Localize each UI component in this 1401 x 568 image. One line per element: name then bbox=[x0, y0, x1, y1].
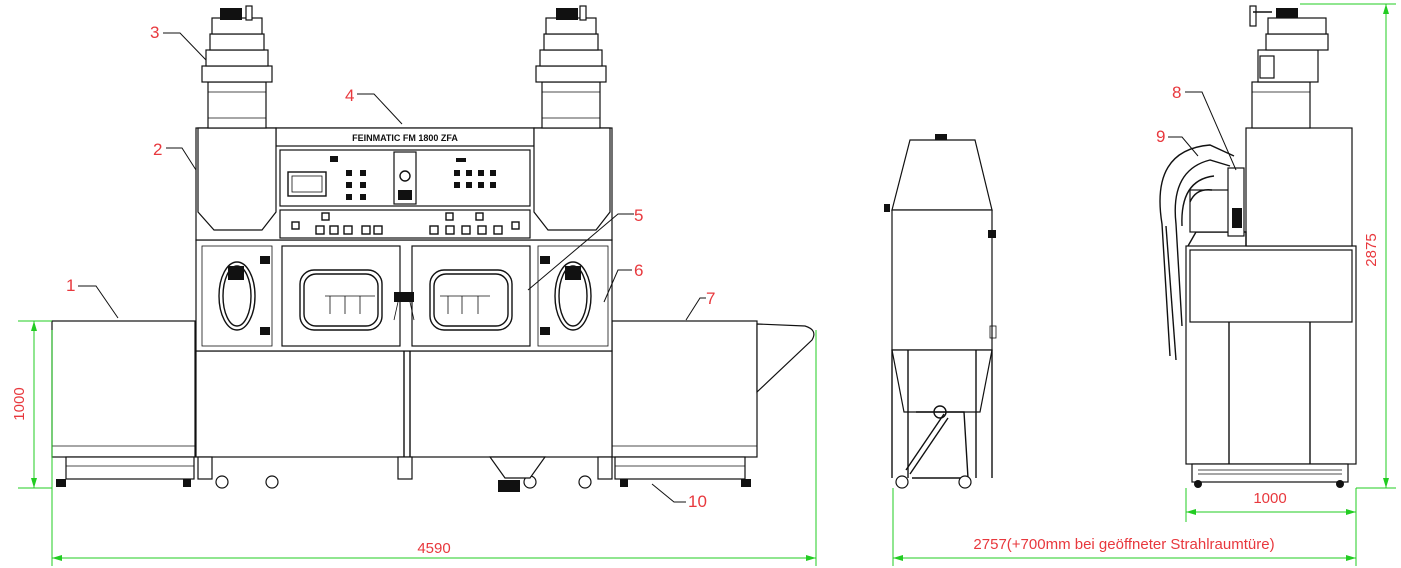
callout-4: 4 bbox=[345, 86, 403, 125]
dimension-table-height: 1000 bbox=[11, 320, 52, 489]
base-cabinet bbox=[195, 350, 613, 492]
right-filter-cartridge bbox=[535, 5, 607, 129]
callout-8: 8 bbox=[1172, 83, 1237, 171]
svg-text:7: 7 bbox=[706, 289, 715, 308]
machine-label: FEINMATIC FM 1800 ZFA bbox=[352, 133, 458, 143]
callout-10: 10 bbox=[651, 483, 707, 511]
svg-text:3: 3 bbox=[150, 23, 159, 42]
front-view: FEINMATIC FM 1800 ZFA bbox=[51, 5, 815, 492]
dimension-label-width: 4590 bbox=[417, 540, 450, 557]
dimension-total-height: 2875 bbox=[1300, 3, 1396, 489]
blast-cabinet bbox=[195, 239, 613, 352]
callout-2: 2 bbox=[153, 140, 197, 171]
right-table bbox=[611, 320, 815, 487]
callout-6: 6 bbox=[603, 261, 643, 303]
dimension-rear-base: 1000 bbox=[1185, 488, 1357, 522]
dimension-side-width: 2757(+700mm bei geöffneter Strahlraumtür… bbox=[892, 488, 1357, 566]
dimension-front-width: 4590 bbox=[51, 330, 817, 566]
svg-text:10: 10 bbox=[688, 492, 707, 511]
control-panel: FEINMATIC FM 1800 ZFA bbox=[195, 127, 613, 241]
callout-3: 3 bbox=[150, 23, 207, 61]
left-table bbox=[51, 320, 196, 487]
svg-text:4: 4 bbox=[345, 86, 354, 105]
svg-text:5: 5 bbox=[634, 206, 643, 225]
callout-1: 1 bbox=[66, 276, 119, 319]
svg-text:9: 9 bbox=[1156, 127, 1165, 146]
callout-9: 9 bbox=[1156, 127, 1199, 157]
dimension-label-side: 2757(+700mm bei geöffneter Strahlraumtür… bbox=[973, 536, 1274, 553]
left-filter-cartridge bbox=[201, 5, 273, 129]
side-view bbox=[884, 134, 997, 489]
dimension-label-height: 1000 bbox=[11, 387, 28, 420]
svg-text:8: 8 bbox=[1172, 83, 1181, 102]
dimension-label-total-height: 2875 bbox=[1363, 233, 1380, 266]
dimension-label-base: 1000 bbox=[1253, 490, 1286, 507]
svg-text:2: 2 bbox=[153, 140, 162, 159]
rear-view bbox=[1159, 5, 1357, 488]
callout-7: 7 bbox=[685, 289, 715, 321]
callout-5: 5 bbox=[527, 206, 643, 291]
svg-text:6: 6 bbox=[634, 261, 643, 280]
svg-text:1: 1 bbox=[66, 276, 75, 295]
